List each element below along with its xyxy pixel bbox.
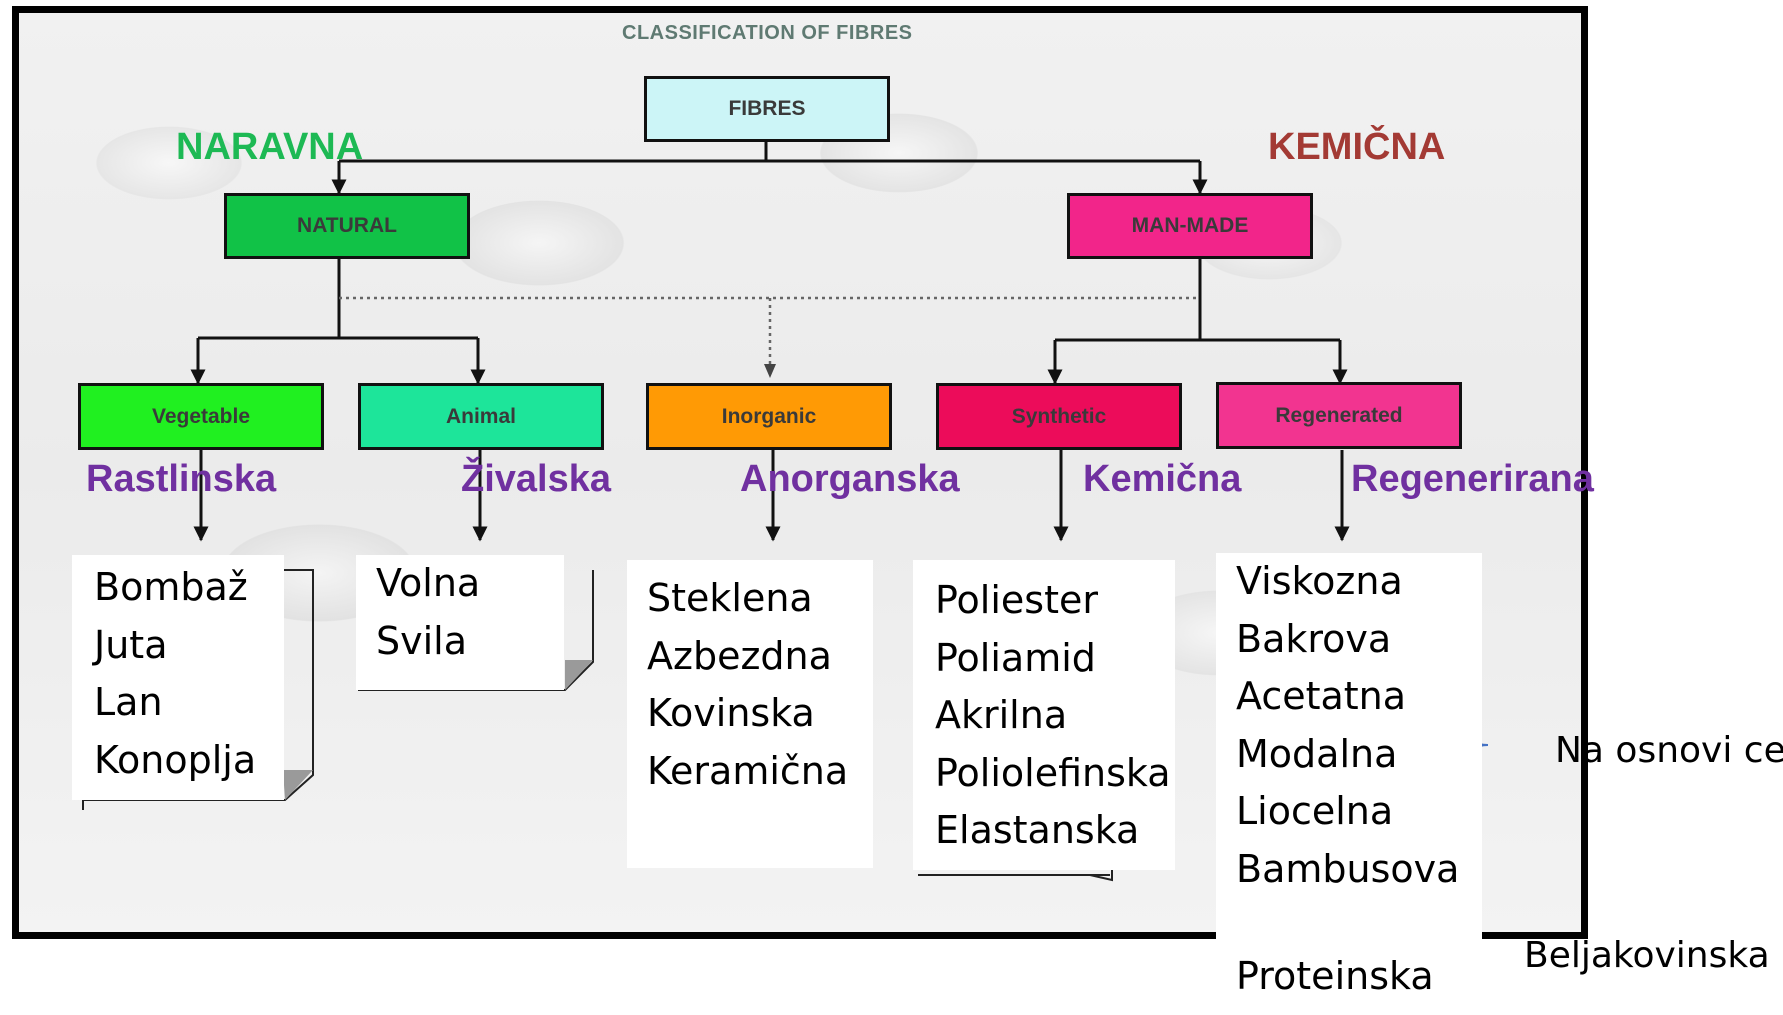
list-item: Konoplja [94, 737, 257, 782]
list-item: Liocelna [1236, 789, 1394, 833]
list-item: Steklena [647, 576, 813, 620]
regenerated-box: Regenerated [1216, 382, 1462, 449]
label-kemicna: Kemična [1083, 458, 1242, 500]
label-naravna: NARAVNA [176, 126, 364, 168]
list-inorganic: Steklena Azbezdna Kovinska Keramična [627, 560, 873, 868]
note-protein: Beljakovinska [1524, 935, 1770, 976]
label-rastlinska: Rastlinska [86, 458, 277, 500]
list-item: Bambusova [1236, 846, 1460, 891]
list-item: Poliamid [935, 635, 1096, 680]
diagram-title: CLASSIFICATION OF FIBRES [622, 22, 913, 44]
list-regenerated: Viskozna Bakrova Acetatna Modalna Liocel… [1216, 553, 1482, 1015]
man-made-box: MAN-MADE [1067, 193, 1313, 259]
label-regenerirana: Regenerirana [1351, 458, 1594, 500]
list-item: Modalna [1236, 731, 1398, 776]
natural-box: NATURAL [224, 193, 470, 259]
fibres-box: FIBRES [644, 76, 890, 142]
animal-box: Animal [358, 383, 604, 450]
list-item: Bombaž [94, 565, 248, 609]
list-item: Volna [376, 561, 481, 605]
list-animal: Volna Svila [356, 555, 564, 690]
label-anorganska: Anorganska [740, 458, 960, 500]
list-item: Keramična [647, 748, 849, 793]
note-cellulose: Na osnovi ce [1555, 730, 1783, 771]
list-item: Juta [94, 622, 168, 667]
list-item: Lan [94, 680, 163, 724]
inorganic-box: Inorganic [646, 383, 892, 450]
list-item: Bakrova [1236, 616, 1392, 661]
synthetic-box: Synthetic [936, 383, 1182, 450]
list-item: Kovinska [647, 691, 815, 735]
list-item: Azbezdna [647, 633, 832, 678]
list-item: Proteinska [1236, 954, 1434, 998]
label-zivalska: Živalska [461, 458, 611, 500]
list-item: Akrilna [935, 693, 1068, 737]
list-item: Poliolefinska [935, 750, 1171, 795]
list-item: Svila [376, 618, 468, 663]
list-item: Viskozna [1236, 559, 1403, 603]
list-item: Elastanska [935, 808, 1140, 852]
label-kemicna-top: KEMIČNA [1268, 126, 1446, 168]
list-vegetable: Bombaž Juta Lan Konoplja [72, 555, 284, 800]
list-synthetic: Poliester Poliamid Akrilna Poliolefinska… [913, 560, 1175, 870]
list-item: Acetatna [1236, 674, 1407, 718]
vegetable-box: Vegetable [78, 383, 324, 450]
list-item: Poliester [935, 578, 1099, 622]
